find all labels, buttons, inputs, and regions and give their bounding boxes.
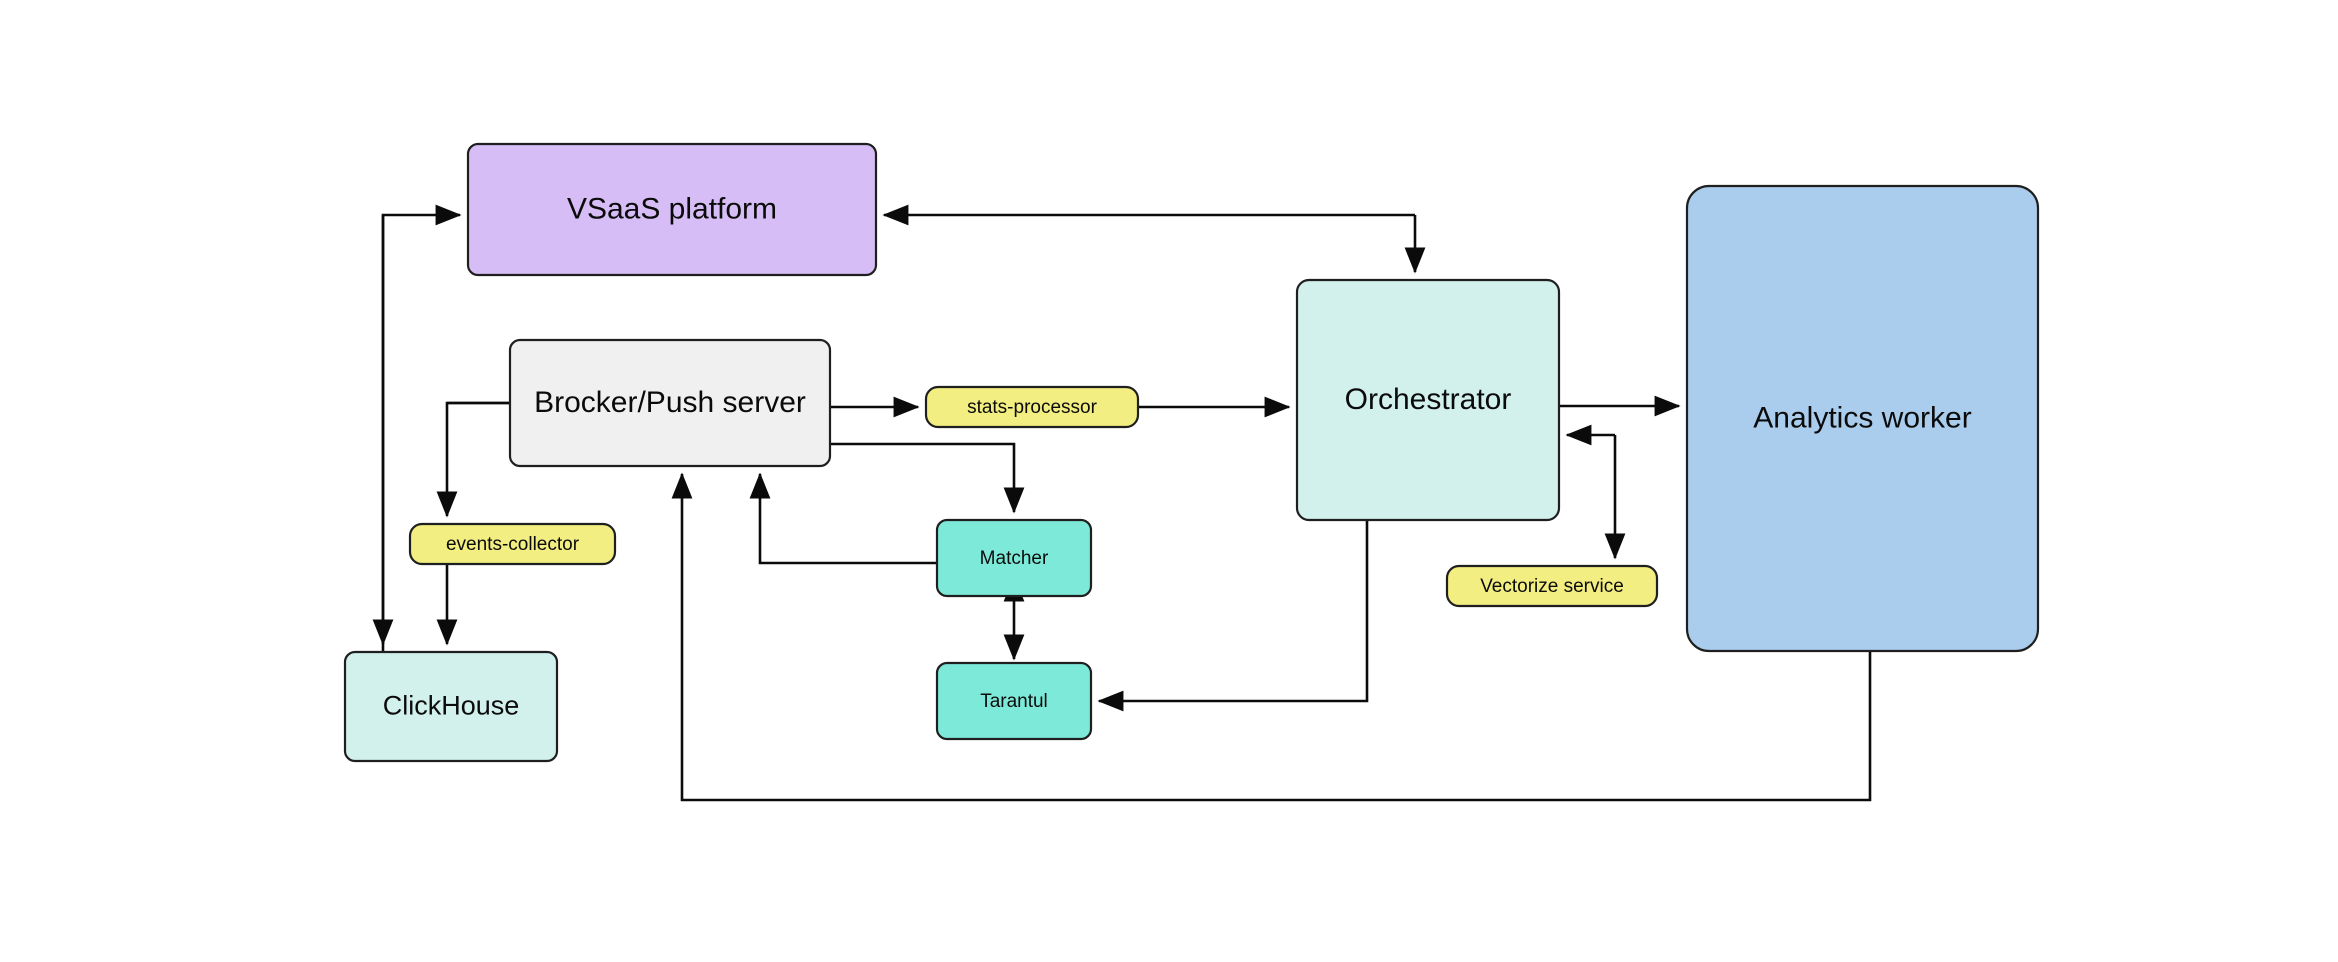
edge-clickhouse-to-vsaas — [381, 204, 462, 652]
edge-brocker-to-matcher — [830, 442, 1025, 514]
edge-brocker-to-events-collector — [436, 401, 510, 518]
node-stats-processor[interactable]: stats-processor — [924, 385, 1140, 429]
node-label-stats-processor: stats-processor — [967, 397, 1098, 418]
node-brocker-push-server[interactable]: Brocker/Push server — [508, 338, 832, 468]
node-shape-matcher[interactable] — [935, 518, 1093, 598]
node-label-brocker-push-server: Brocker/Push server — [534, 386, 806, 419]
node-vsaas-platform[interactable]: VSaaS platform — [466, 142, 878, 277]
node-label-events-collector: events-collector — [446, 534, 580, 555]
node-shape-brocker-push-server[interactable] — [508, 338, 832, 468]
node-shape-orchestrator[interactable] — [1295, 278, 1561, 522]
node-orchestrator[interactable]: Orchestrator — [1295, 278, 1561, 522]
edge-analytics-worker-to-brocker — [671, 472, 1872, 802]
node-label-orchestrator: Orchestrator — [1345, 383, 1512, 416]
node-shape-vectorize-service[interactable] — [1445, 564, 1659, 608]
node-vectorize-service[interactable]: Vectorize service — [1445, 564, 1659, 608]
edge-orchestrator-to-tarantul — [1097, 520, 1369, 712]
node-clickhouse[interactable]: ClickHouse — [343, 650, 559, 763]
node-label-analytics-worker: Analytics worker — [1753, 401, 1971, 434]
node-events-collector[interactable]: events-collector — [408, 522, 617, 566]
node-shape-events-collector[interactable] — [408, 522, 617, 566]
node-shape-vsaas-platform[interactable] — [466, 142, 878, 277]
node-shape-clickhouse[interactable] — [343, 650, 559, 763]
node-label-tarantul: Tarantul — [980, 691, 1048, 712]
edge-layer — [372, 204, 1872, 802]
edge-matcher-to-brocker — [749, 472, 937, 565]
node-shape-analytics-worker[interactable] — [1685, 184, 2040, 653]
node-label-clickhouse: ClickHouse — [383, 691, 520, 721]
node-matcher[interactable]: Matcher — [935, 518, 1093, 598]
node-analytics-worker[interactable]: Analytics worker — [1685, 184, 2040, 653]
node-shape-tarantul[interactable] — [935, 661, 1093, 741]
node-tarantul[interactable]: Tarantul — [935, 661, 1093, 741]
node-shape-stats-processor[interactable] — [924, 385, 1140, 429]
node-label-vectorize-service: Vectorize service — [1480, 576, 1624, 597]
node-label-vsaas-platform: VSaaS platform — [567, 192, 777, 225]
node-label-matcher: Matcher — [980, 548, 1049, 569]
